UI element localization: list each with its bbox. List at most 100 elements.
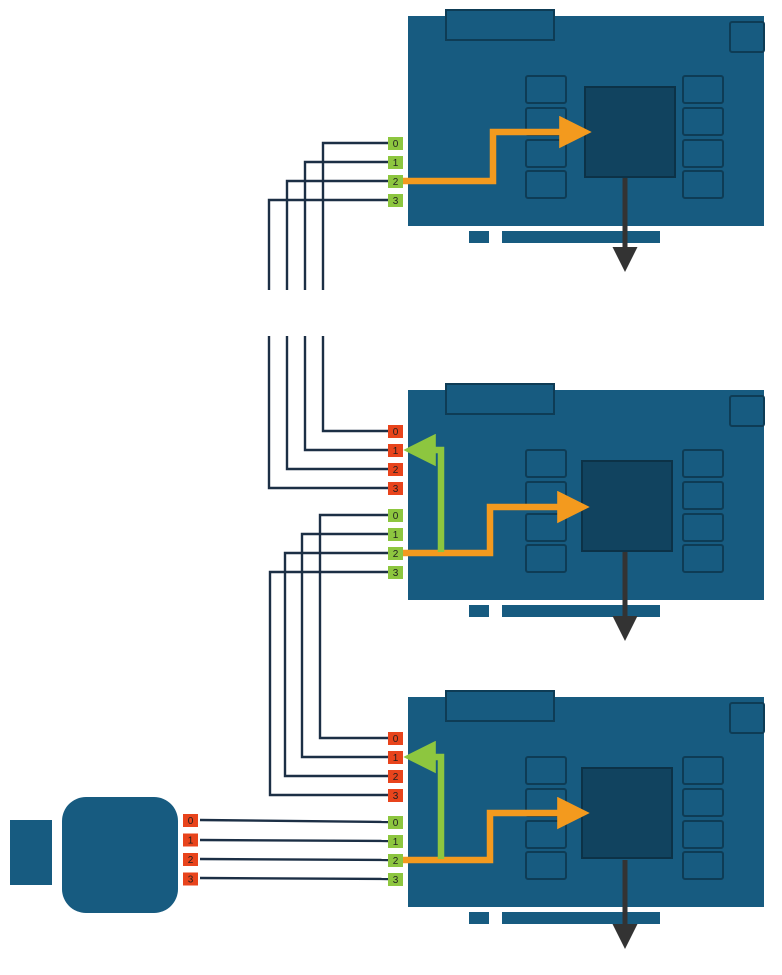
top-board-output-port-3-box [388,194,403,207]
connector-block [445,9,555,41]
bottom-board-input-port-0-label: 0 [393,734,399,745]
bottom-board-output-port-0-box [388,816,403,829]
wire-mid-in-0 [321,336,388,433]
hub-port-2-label: 2 [188,855,194,866]
top-board-output-port-1-label: 1 [393,158,399,169]
middle-board-output-port-0-box [388,509,403,522]
middle-board-input-port-0: 0 [388,425,403,438]
bottom-board-output-port-3: 3 [388,873,403,886]
wire-hub-1 [199,838,389,843]
top-board-output-port-2: 2 [388,175,403,188]
network-card-middle [408,383,765,617]
middle-board-input-port-2: 2 [388,463,403,476]
orange-path-bottom [403,796,590,864]
bottom-board-input-port-2-box [388,770,403,783]
wire-hub-2 [199,857,389,862]
middle-board-input-port-3-label: 3 [393,484,399,495]
bottom-board-input-port-3: 3 [388,789,403,802]
middle-board-input-port-2-label: 2 [393,465,399,476]
top-board-output-port-1: 1 [388,156,403,169]
bottom-board-output-port-2: 2 [388,854,403,867]
bottom-board-input-port-2-label: 2 [393,772,399,783]
usb-hub-icon [10,797,178,913]
middle-board-output-port-2-label: 2 [393,549,399,560]
bottom-board-output-port-3-label: 3 [393,875,399,886]
orange-path-middle [403,490,590,557]
bottom-board-input-port-0: 0 [388,732,403,745]
middle-board-input-port-3: 3 [388,482,403,495]
corner-block [729,702,765,734]
wire-top-1 [303,160,388,290]
corner-block [729,21,765,53]
hub-body [62,797,178,913]
middle-board-input-port-0-label: 0 [393,427,399,438]
middle-board-output-port-3: 3 [388,566,403,579]
hub-port-3: 3 [183,872,198,886]
signal-paths [403,115,592,864]
middle-board-output-port-0-label: 0 [393,511,399,522]
wire-top-2 [285,179,388,290]
green-path-middle [403,433,445,552]
edge-connector-small [469,231,489,243]
bottom-board-input-port-0-box [388,732,403,745]
hub-port-1: 1 [183,833,198,847]
wire-top-3 [267,198,388,290]
edge-connector-small [469,605,489,617]
hub-port-1-label: 1 [188,836,194,847]
hub-port-0-box [183,814,198,827]
top-board-output-port-0-box [388,137,403,150]
wire-mid-in-2 [285,336,388,471]
processor-chip [581,460,673,552]
wire-hub-0 [199,818,389,824]
network-card-top [408,9,765,243]
middle-board-output-port-1-label: 1 [393,530,399,541]
middle-board-output-port-3-label: 3 [393,568,399,579]
hub-port-3-box [183,872,198,886]
bottom-board-output-port-3-box [388,873,403,886]
right-chip-column [682,449,724,573]
hub-plug [10,820,52,885]
middle-board-input-port-1-box [388,444,403,457]
hub-port-0: 0 [183,814,198,827]
bottom-board-input-port-3-label: 3 [393,791,399,802]
top-board-output-port-3: 3 [388,194,403,207]
wire-mid-out-0 [318,513,388,740]
orange-path-top [403,115,592,185]
port-labels: 0 1 2 3 0 1 2 3 0 1 2 3 0 1 2 3 0 1 2 3 0 1 2 3 [183,137,403,886]
bottom-board-input-port-2: 2 [388,770,403,783]
wire-mid-out-3 [268,570,388,797]
hub-port-2: 2 [183,853,198,866]
top-board-output-port-2-label: 2 [393,177,399,188]
middle-board-output-port-2: 2 [388,547,403,560]
middle-board-input-port-0-box [388,425,403,438]
bottom-board-input-port-1: 1 [388,751,403,764]
top-board-output-port-0-label: 0 [393,139,399,150]
green-path-bottom [403,740,445,859]
bottom-board-output-port-0: 0 [388,816,403,829]
top-board-output-port-1-box [388,156,403,169]
right-chip-column [682,756,724,880]
bottom-board-output-port-2-label: 2 [393,856,399,867]
left-chip-column [525,75,567,199]
bottom-board-output-port-1-box [388,835,403,848]
bottom-board-output-port-0-label: 0 [393,818,399,829]
edge-connector-long [502,605,660,617]
edge-connector-long [502,912,660,924]
bottom-board-input-port-3-box [388,789,403,802]
wire-mid-out-1 [300,532,388,759]
middle-board-input-port-1-label: 1 [393,446,399,457]
edge-connector-small [469,912,489,924]
processor-chip [584,86,676,178]
corner-block [729,395,765,427]
middle-board-output-port-3-box [388,566,403,579]
top-board-output-port-3-label: 3 [393,196,399,207]
middle-board-output-port-1: 1 [388,528,403,541]
connector-block [445,690,555,722]
network-card-bottom [408,690,765,924]
middle-board-input-port-3-box [388,482,403,495]
hub-port-0-label: 0 [188,816,194,827]
top-board-output-port-2-box [388,175,403,188]
middle-board-output-port-2-box [388,547,403,560]
wire-mid-out-2 [283,551,388,778]
bottom-board-output-port-1-label: 1 [393,837,399,848]
